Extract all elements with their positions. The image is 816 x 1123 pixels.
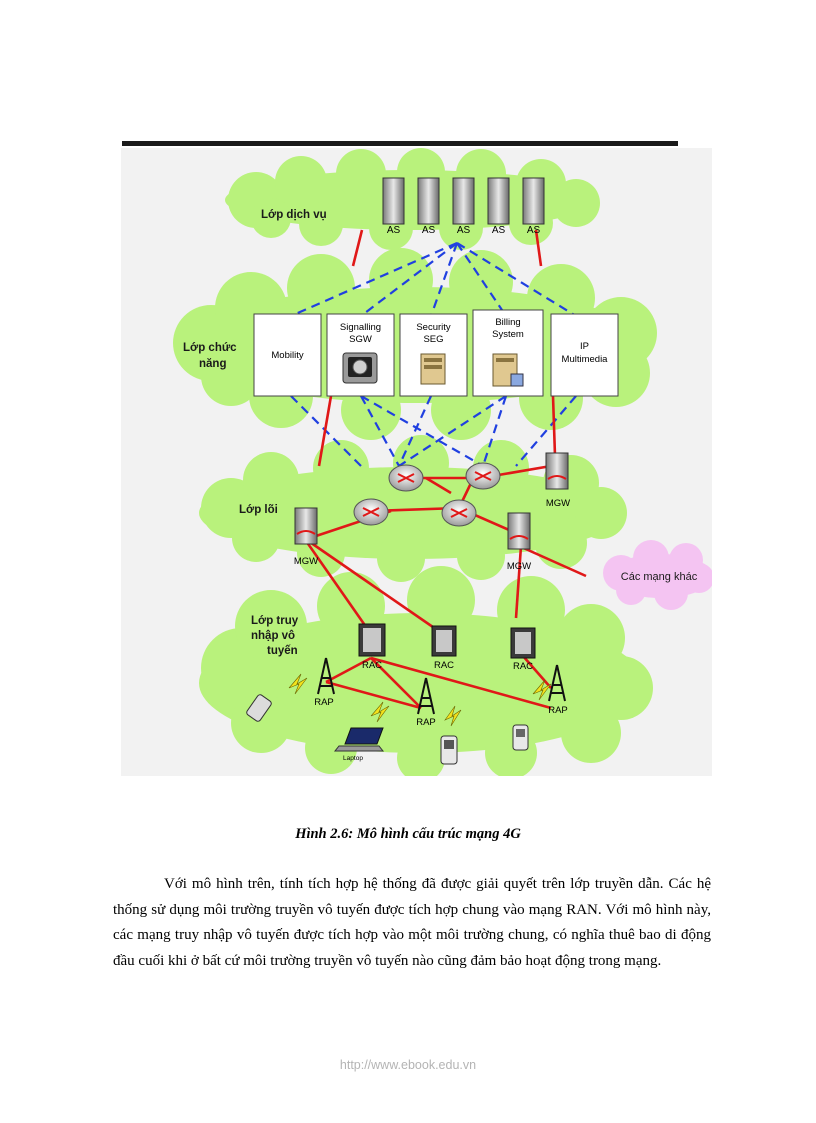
router-icon (441, 499, 477, 527)
network-4g-diagram: Lớp dịch vụ AS AS AS AS AS Lớp chức năng… (121, 148, 714, 782)
other-networks-label: Các mạng khác (621, 571, 698, 583)
security-seg-box: Security SEG (399, 313, 468, 397)
function-layer-label-line1: Lớp chức (183, 342, 237, 354)
dashed-links (290, 241, 577, 467)
security-label-line1: Security (416, 322, 451, 333)
rap-label: RAP (314, 697, 334, 708)
ip-label-line1: IP (580, 341, 589, 352)
as-server-5: AS (522, 177, 545, 236)
signalling-gateway-icon (342, 352, 378, 384)
access-layer-cloud (199, 566, 653, 782)
body-paragraph: Với mô hình trên, tính tích hợp hệ thống… (113, 876, 711, 969)
rap-label: RAP (548, 705, 568, 716)
access-layer-label-line1: Lớp truy (251, 615, 299, 627)
signalling-label-line1: Signalling (340, 322, 381, 333)
wireless-signal-icon (288, 673, 552, 727)
as-label: AS (527, 225, 541, 236)
rap-antenna-3: RAP (548, 664, 568, 716)
function-layer-label-line2: năng (199, 358, 226, 370)
as-server-3: AS (452, 177, 475, 236)
signalling-label-line2: SGW (349, 334, 372, 345)
access-layer-label-line3: tuyến (267, 645, 298, 657)
access-layer-label-line2: nhập vô (251, 630, 295, 642)
rac-node-3: RAC (510, 627, 536, 672)
security-server-icon (420, 353, 446, 385)
mgw-server-right: MGW (507, 512, 531, 572)
as-label: AS (492, 225, 506, 236)
rap-label: RAP (416, 717, 436, 728)
rac-node-1: RAC (358, 623, 386, 671)
pda-phone-icon (440, 735, 458, 765)
billing-system-box: Billing System (472, 309, 544, 397)
as-label: AS (422, 225, 436, 236)
rac-label: RAC (434, 660, 454, 671)
service-layer-label: Lớp dịch vụ (261, 209, 327, 221)
as-server-4: AS (487, 177, 510, 236)
billing-server-icon (492, 353, 524, 387)
footer-url: http://www.ebook.edu.vn (339, 1058, 477, 1072)
as-server-2: AS (417, 177, 440, 236)
mobile-phone-icon (246, 694, 272, 722)
mgw-label: MGW (546, 498, 570, 509)
mobility-box: Mobility (253, 313, 322, 397)
as-server-1: AS (382, 177, 405, 236)
as-label: AS (387, 225, 401, 236)
rac-label: RAC (362, 660, 382, 671)
rac-label: RAC (513, 661, 533, 672)
rap-antenna-1: RAP (314, 657, 335, 708)
security-label-line2: SEG (423, 334, 443, 345)
rac-node-2: RAC (431, 625, 457, 671)
mobility-label: Mobility (271, 350, 303, 361)
laptop-label: Laptop (343, 755, 363, 762)
router-icon (388, 464, 424, 492)
figure-caption: Hình 2.6: Mô hình cấu trúc mạng 4G (295, 826, 521, 842)
mgw-server-left: MGW (294, 507, 318, 567)
mgw-server-top-right: MGW (545, 452, 570, 509)
ip-label-line2: Multimedia (562, 354, 609, 365)
signalling-sgw-box: Signalling SGW (326, 313, 395, 397)
billing-label-line2: System (492, 329, 524, 340)
core-layer-label: Lớp lõi (239, 504, 278, 516)
mgw-label: MGW (507, 561, 531, 572)
rap-antenna-2: RAP (416, 677, 436, 728)
router-icon (465, 462, 501, 490)
laptop-icon: Laptop (333, 727, 385, 762)
ip-multimedia-box: IP Multimedia (550, 313, 619, 397)
as-label: AS (457, 225, 471, 236)
other-networks-cloud (603, 540, 714, 610)
mgw-label: MGW (294, 556, 318, 567)
smartphone-icon (512, 724, 529, 751)
figure-top-rule (122, 141, 678, 146)
billing-label-line1: Billing (495, 317, 520, 328)
router-icon (353, 498, 389, 526)
